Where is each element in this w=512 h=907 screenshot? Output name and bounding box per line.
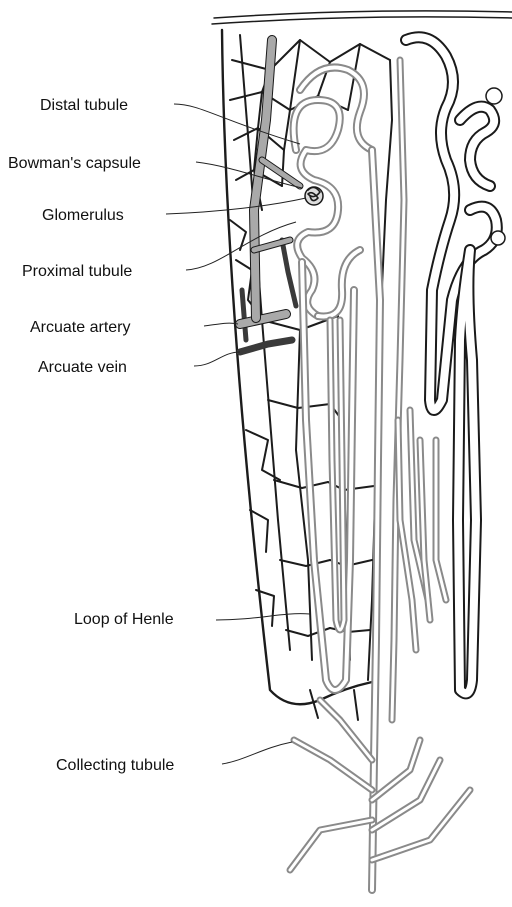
label-arcuate-vein: Arcuate vein [38, 359, 127, 376]
label-bowmans-capsule: Bowman's capsule [8, 155, 141, 172]
leader-lines [166, 104, 310, 764]
label-proximal-tubule: Proximal tubule [22, 263, 132, 280]
leader-collecting-tubule [222, 742, 292, 764]
leader-arcuate-vein [194, 352, 240, 366]
glomerulus-structure [305, 187, 323, 205]
outer-nephron [406, 37, 505, 693]
labels: Distal tubule Bowman's capsule Glomerulu… [8, 97, 174, 774]
label-collecting-tubule: Collecting tubule [56, 757, 174, 774]
label-arcuate-artery: Arcuate artery [30, 319, 130, 336]
nephron-tubules [290, 60, 470, 890]
label-glomerulus: Glomerulus [42, 207, 124, 224]
capsule-surface [212, 11, 512, 24]
label-loop-of-henle: Loop of Henle [74, 611, 174, 628]
label-distal-tubule: Distal tubule [40, 97, 128, 114]
leader-arcuate-artery [204, 323, 238, 326]
leader-glomerulus [166, 198, 306, 214]
